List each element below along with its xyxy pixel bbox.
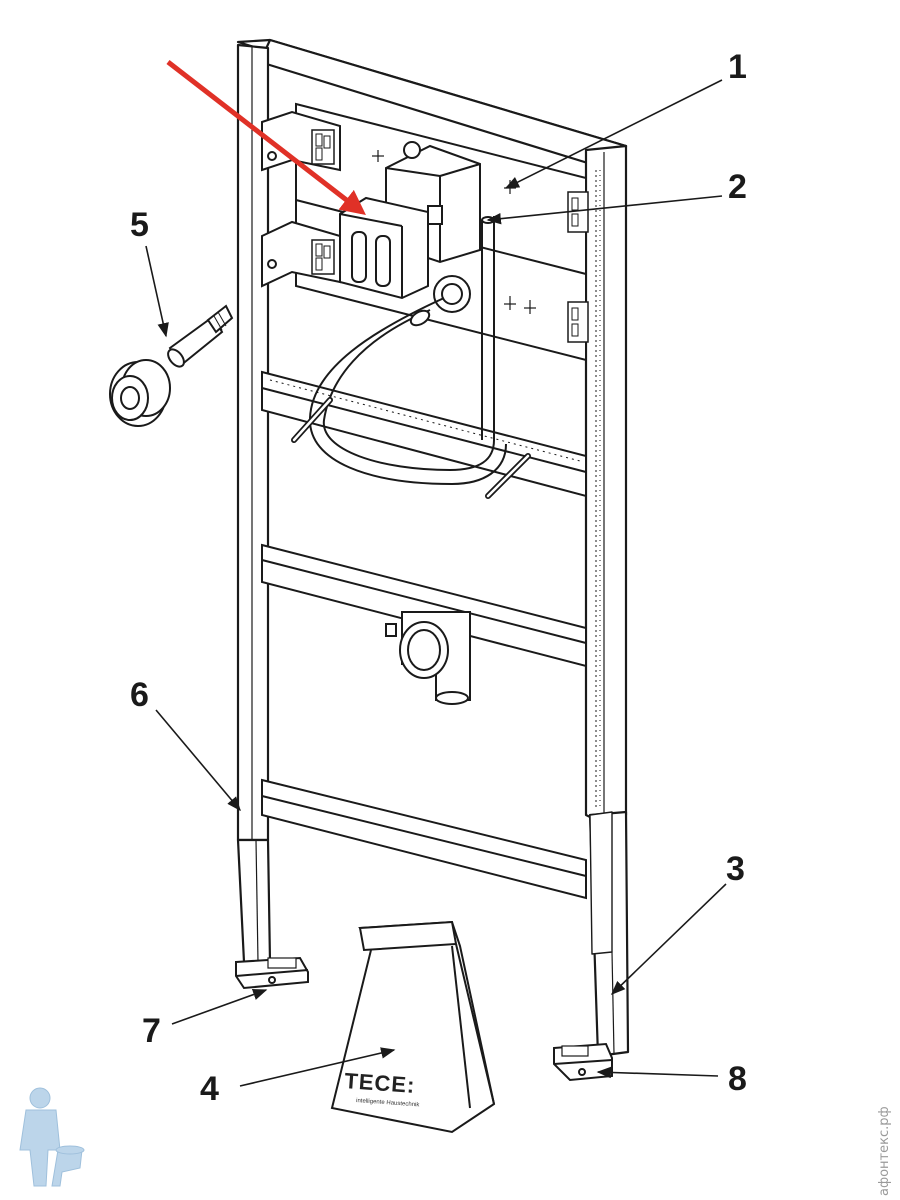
callout-6: 6 xyxy=(130,676,149,714)
connection-pipe xyxy=(167,304,234,368)
connector-parts xyxy=(109,304,234,427)
right-upright xyxy=(584,144,628,822)
right-foot xyxy=(553,1042,613,1082)
leader-6 xyxy=(155,709,241,812)
plumber-mascot-logo xyxy=(19,1087,85,1187)
callout-4: 4 xyxy=(200,1070,219,1108)
leader-1 xyxy=(504,79,723,189)
bottom-crossbar xyxy=(261,778,587,900)
callout-3: 3 xyxy=(726,850,745,888)
left-leg xyxy=(236,838,272,964)
bag-tagline-text: intelligente Haustechnik xyxy=(356,1098,421,1108)
bracket-upper-left xyxy=(261,110,341,172)
leader-3 xyxy=(610,883,727,995)
callout-2: 2 xyxy=(728,168,747,206)
bracket-lower-left xyxy=(261,220,341,288)
frame xyxy=(236,38,630,1058)
mid-crossbar xyxy=(261,543,587,668)
callout-labels: 1 2 3 4 5 6 7 8 xyxy=(130,48,747,1108)
site-watermark: афонтекс.рф xyxy=(877,1106,892,1196)
rubber-seal xyxy=(109,359,171,427)
protective-cover xyxy=(339,196,443,300)
leader-5 xyxy=(145,245,169,338)
bracket-lower-right xyxy=(567,301,589,343)
callout-1: 1 xyxy=(728,48,747,86)
callout-5: 5 xyxy=(130,206,149,244)
leader-8 xyxy=(596,1066,719,1079)
highlight-arrow xyxy=(166,60,366,216)
left-foot xyxy=(235,956,309,990)
drain-elbow xyxy=(385,611,471,705)
leader-7 xyxy=(171,988,268,1025)
bag-brand-text: TECE: xyxy=(344,1068,417,1098)
pipes xyxy=(291,216,531,499)
callout-7: 7 xyxy=(142,1012,161,1050)
leader-lines xyxy=(145,79,727,1087)
adjustable-rail xyxy=(261,370,587,498)
accessory-bag: TECE: intelligente Haustechnik xyxy=(330,920,496,1134)
cross-bars xyxy=(261,370,587,900)
leader-2 xyxy=(486,195,723,225)
leader-4 xyxy=(239,1047,396,1087)
callout-8: 8 xyxy=(728,1060,747,1098)
height-scale xyxy=(595,170,601,810)
